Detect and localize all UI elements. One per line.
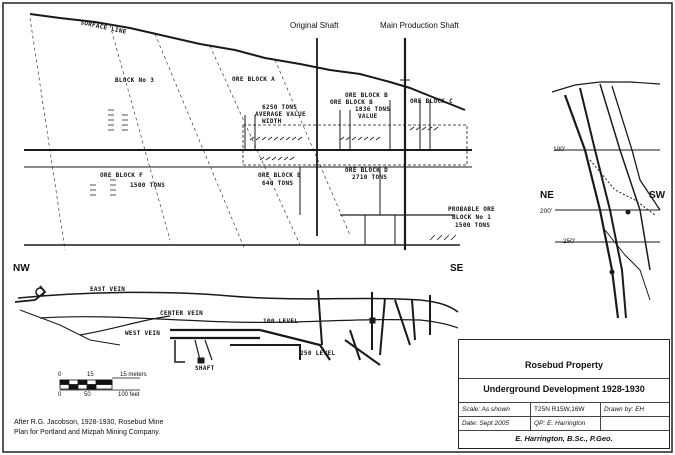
handwritten-tons-4: 2710 TONS	[352, 174, 388, 181]
hatch-marks	[249, 126, 457, 241]
drift	[170, 328, 331, 361]
main-production-shaft-label: Main Production Shaft	[380, 21, 459, 30]
west-vein-line	[79, 315, 171, 336]
depth-100: 100'	[553, 146, 566, 153]
handwritten-east-vein: EAST VEIN	[90, 286, 126, 293]
center-vein-line	[39, 316, 459, 329]
drift	[194, 339, 213, 361]
author: E. Harrington, B.Sc., P.Geo.	[515, 434, 613, 443]
handwritten-ore-block-e: ORE BLOCK E	[258, 172, 302, 179]
title-block-row-2: Date: Sept 2005 QP: E. Harrington	[459, 416, 669, 431]
handwritten-tons-5: 1500 TONS	[130, 182, 166, 189]
ore-outline-box	[242, 124, 468, 166]
title-block: Rosebud Property Underground Development…	[458, 339, 670, 449]
property-name: Rosebud Property	[524, 360, 603, 370]
vein-trace	[599, 83, 651, 271]
date-cell: Date: Sept 2005	[459, 416, 531, 430]
handwritten-value: VALUE	[358, 113, 378, 120]
orientation-sw: SW	[649, 190, 666, 201]
vein-trace	[579, 87, 627, 319]
title-block-author-row: E. Harrington, B.Sc., P.Geo.	[459, 430, 669, 448]
east-vein-line	[17, 291, 459, 313]
orientation-se: SE	[450, 263, 464, 274]
qp-cell: QP: E. Harrington	[531, 416, 601, 430]
handwritten-tons-2: 1836 TONS	[355, 106, 391, 113]
shaft-symbol	[369, 317, 376, 324]
drift	[174, 340, 185, 363]
plan-view	[14, 285, 459, 366]
shaft-symbol	[197, 357, 205, 364]
handwritten-average-value: AVERAGE VALUE	[255, 111, 306, 118]
orientation-ne: NE	[540, 190, 554, 201]
vein-trace	[611, 85, 661, 211]
handwritten-ore-block-f: ORE BLOCK F	[100, 172, 144, 179]
source-note-line1: After R.G. Jacobson, 1928-1930, Rosebud …	[14, 419, 164, 426]
cross-section	[551, 81, 661, 319]
scale-cell: Scale: As shown	[459, 402, 531, 416]
source-note-line2: Plan for Portland and Mizpah Mining Comp…	[14, 429, 161, 436]
handwritten-tons-3: 640 TONS	[262, 180, 294, 187]
title-block-property-row: Rosebud Property	[459, 340, 669, 379]
depth-250: 250'	[563, 238, 576, 245]
handwritten-probable-ore: PROBABLE ORE	[448, 206, 495, 213]
map-title: Underground Development 1928-1930	[483, 384, 645, 394]
handwritten-block-1: BLOCK No 1	[452, 214, 492, 221]
handwritten-width: WIDTH	[262, 118, 282, 125]
scale-imperial-50: 50	[84, 392, 91, 398]
handwritten-tons-1: 6250 TONS	[262, 104, 298, 111]
scale-imperial-label: 100 feet	[118, 392, 140, 398]
handwritten-tons-6: 1500 TONS	[455, 222, 491, 229]
blank-cell	[601, 416, 669, 430]
scale-metric-0: 0	[58, 372, 62, 378]
vein-trace	[563, 94, 620, 319]
title-block-row-1: Scale: As shown T25N R15W,16W Drawn by: …	[459, 402, 669, 417]
handwritten-center-vein: CENTER VEIN	[160, 310, 204, 317]
scale-metric-label: 15 meters	[120, 372, 147, 378]
original-shaft-label: Original Shaft	[290, 21, 339, 30]
handwritten-100-level: 100 LEVEL	[263, 318, 299, 325]
handwritten-west-vein: WEST VEIN	[125, 330, 161, 337]
surface-line	[29, 13, 466, 111]
drawn-by-cell: Drawn by: EH	[604, 405, 645, 413]
handwritten-ore-block-a: ORE BLOCK A	[232, 76, 276, 83]
scale-imperial-0: 0	[58, 392, 62, 398]
handwritten-shaft: SHAFT	[195, 365, 215, 372]
drift	[230, 344, 301, 360]
depth-200: 200'	[540, 208, 553, 215]
scale-bar	[59, 377, 140, 391]
title-block-title-row: Underground Development 1928-1930	[459, 378, 669, 403]
handwritten-ore-block-b2: ORE BLOCK B	[330, 99, 374, 106]
handwritten-250-level: 250 LEVEL	[300, 350, 336, 357]
handwritten-block-3: BLOCK No 3	[115, 77, 155, 84]
township-cell: T25N R15W,16W	[531, 402, 601, 416]
longitudinal-section	[24, 13, 472, 251]
orientation-nw: NW	[13, 263, 30, 274]
handwritten-ore-block-b: ORE BLOCK B	[345, 92, 389, 99]
handwritten-ore-block-c: ORE BLOCK C	[410, 98, 454, 105]
diagonal-guides	[29, 17, 351, 251]
handwritten-ore-block-d: ORE BLOCK D	[345, 167, 389, 174]
scale-metric-15: 15	[87, 372, 94, 378]
